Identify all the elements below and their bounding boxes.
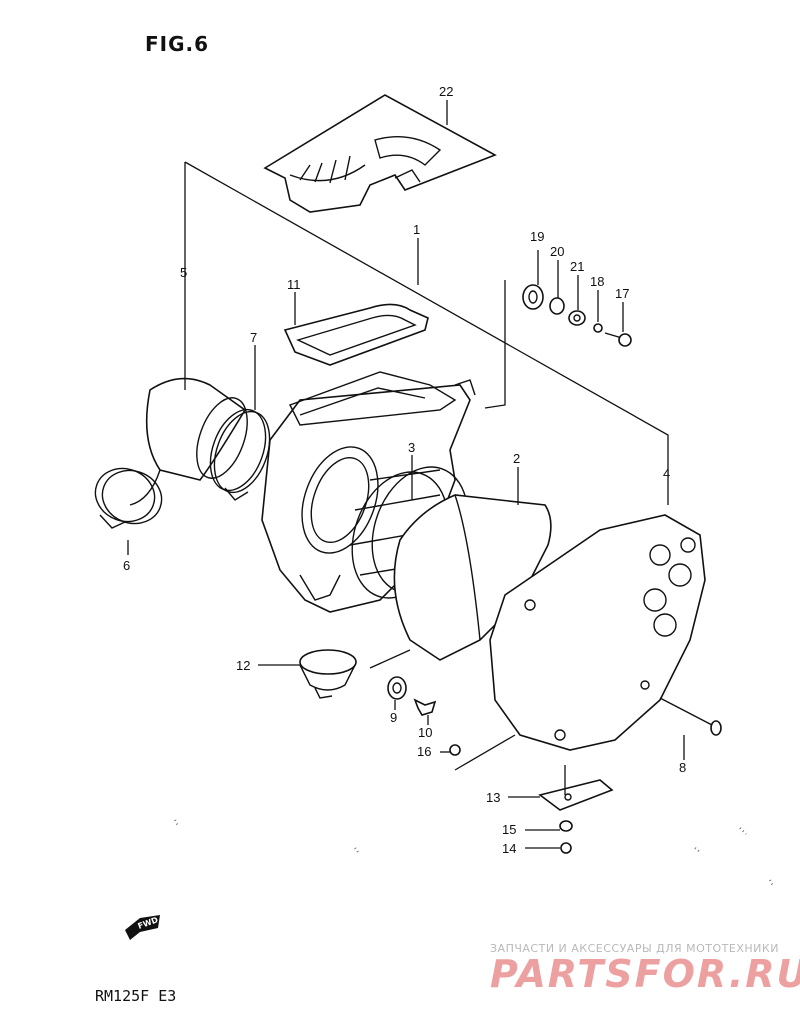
- part-2-filter: [393, 494, 552, 661]
- label-17: 17: [615, 286, 629, 301]
- label-5: 5: [180, 265, 187, 280]
- part-20-collar: [549, 297, 565, 315]
- fwd-arrow-icon: FWD: [125, 915, 160, 940]
- part-11-seal: [283, 303, 429, 366]
- model-code: RM125F E3: [95, 987, 177, 1005]
- part-7-clamp: [209, 408, 271, 501]
- part-13-bracket: [538, 779, 614, 811]
- label-6: 6: [123, 558, 130, 573]
- label-19: 19: [530, 229, 544, 244]
- part-6-clamp: [94, 467, 163, 529]
- label-13: 13: [486, 790, 500, 805]
- label-18: 18: [590, 274, 604, 289]
- part-5-boot: [129, 377, 248, 506]
- part-15-collar: [559, 820, 573, 832]
- part-8-bolt: [659, 697, 722, 736]
- part-22-duct-cover: [263, 94, 497, 213]
- watermark-tagline: ЗАПЧАСТИ И АКСЕССУАРЫ ДЛЯ МОТОТЕХНИКИ: [490, 942, 779, 955]
- label-11: 11: [287, 277, 301, 292]
- label-14: 14: [502, 841, 516, 856]
- label-4: 4: [663, 466, 670, 481]
- part-labels: 22 1 5 11 7 19 20 21 18 17 3 2 4 6 12 9 …: [123, 84, 686, 856]
- label-12: 12: [236, 658, 250, 673]
- part-16-nut: [449, 744, 461, 756]
- label-2: 2: [513, 451, 520, 466]
- part-14-screw: [560, 842, 572, 854]
- label-16: 16: [417, 744, 431, 759]
- label-22: 22: [439, 84, 453, 99]
- part-19-grommet: [522, 284, 544, 310]
- label-7: 7: [250, 330, 257, 345]
- part-12-drain: [299, 649, 357, 699]
- label-9: 9: [390, 710, 397, 725]
- label-20: 20: [550, 244, 564, 259]
- figure-title: FIG.6: [145, 32, 210, 56]
- label-15: 15: [502, 822, 516, 837]
- label-21: 21: [570, 259, 584, 274]
- part-21-washer: [568, 310, 586, 326]
- scan-specks: [174, 819, 774, 887]
- label-8: 8: [679, 760, 686, 775]
- part-17-bolt: [604, 332, 632, 347]
- leader-lines: [127, 100, 685, 849]
- part-4-cover: [489, 514, 706, 751]
- part-10-wing-nut: [413, 698, 437, 716]
- part-18-washer: [593, 323, 603, 333]
- label-3: 3: [408, 440, 415, 455]
- watermark-brand: PARTSFOR.RU: [490, 952, 800, 996]
- label-10: 10: [418, 725, 432, 740]
- label-1: 1: [413, 222, 420, 237]
- part-9-grommet: [387, 676, 407, 700]
